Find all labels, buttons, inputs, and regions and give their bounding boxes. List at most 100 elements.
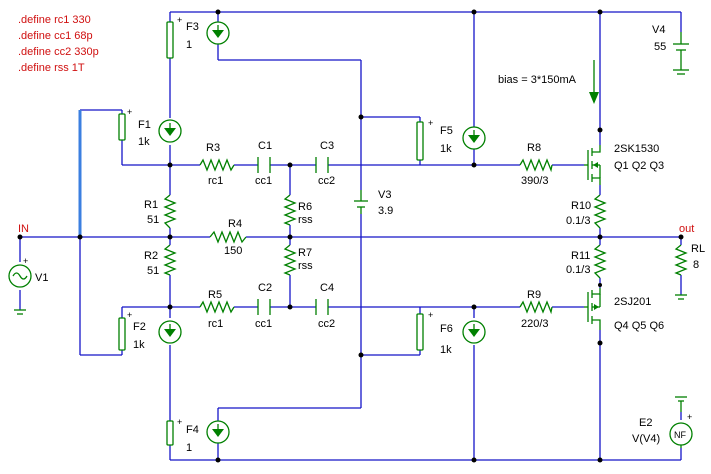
svg-text:1: 1 bbox=[186, 442, 192, 454]
mosfet-2sk1530[interactable]: 2SK1530 Q1 Q2 Q3 bbox=[584, 143, 664, 185]
svg-text:rc1: rc1 bbox=[208, 318, 223, 330]
resistor-r10[interactable]: R10 0.1/3 bbox=[566, 194, 607, 229]
svg-text:+: + bbox=[127, 310, 132, 320]
svg-text:V4: V4 bbox=[652, 24, 665, 36]
svg-text:R11: R11 bbox=[571, 250, 590, 262]
resistor-r4[interactable]: R4 150 bbox=[209, 218, 247, 257]
svg-text:8: 8 bbox=[693, 259, 699, 271]
svg-text:C4: C4 bbox=[320, 282, 334, 294]
resistor-r6[interactable]: R6 rss bbox=[283, 194, 313, 226]
svg-text:RL: RL bbox=[691, 243, 705, 255]
resistor-r11[interactable]: R11 0.1/3 bbox=[566, 244, 607, 279]
svg-text:cc1: cc1 bbox=[255, 175, 272, 187]
capacitor-c2[interactable]: C2 cc1 bbox=[255, 282, 272, 330]
resistor-r9[interactable]: R9 220/3 bbox=[519, 289, 553, 330]
svg-text:F2: F2 bbox=[133, 321, 146, 333]
svg-text:1k: 1k bbox=[133, 339, 145, 351]
svg-text:rss: rss bbox=[298, 260, 313, 272]
meter-f2[interactable]: + F2 1k bbox=[118, 310, 146, 351]
svg-text:2SK1530: 2SK1530 bbox=[614, 143, 659, 155]
bias-annotation: bias = 3*150mA bbox=[498, 60, 599, 104]
svg-text:F4: F4 bbox=[186, 424, 199, 436]
resistor-r3[interactable]: R3 rc1 bbox=[199, 142, 235, 187]
resistor-r1[interactable]: R1 51 bbox=[144, 194, 177, 229]
svg-text:R6: R6 bbox=[298, 201, 312, 213]
svg-text:rc1: rc1 bbox=[208, 175, 223, 187]
svg-text:bias = 3*150mA: bias = 3*150mA bbox=[498, 74, 577, 86]
resistor-r7[interactable]: R7 rss bbox=[283, 244, 313, 276]
svg-text:1k: 1k bbox=[138, 136, 150, 148]
svg-text:2SJ201: 2SJ201 bbox=[614, 296, 651, 308]
capacitor-c3[interactable]: C3 cc2 bbox=[315, 140, 335, 187]
svg-text:R10: R10 bbox=[571, 200, 591, 212]
svg-text:F3: F3 bbox=[186, 21, 199, 33]
svg-text:R5: R5 bbox=[208, 289, 222, 301]
source-v1[interactable]: + V1 bbox=[8, 256, 48, 315]
svg-text:0.1/3: 0.1/3 bbox=[566, 215, 590, 227]
meter-f6[interactable]: + F6 1k bbox=[416, 310, 453, 356]
junction-dots bbox=[17, 9, 684, 463]
resistor-r2[interactable]: R2 51 bbox=[144, 244, 177, 277]
define-cc1: .define cc1 68p bbox=[18, 30, 93, 42]
svg-text:55: 55 bbox=[654, 41, 666, 53]
net-label-out: out bbox=[679, 223, 694, 235]
svg-text:C1: C1 bbox=[258, 140, 272, 152]
svg-text:R1: R1 bbox=[144, 199, 158, 211]
define-cc2: .define cc2 330p bbox=[18, 46, 99, 58]
svg-text:220/3: 220/3 bbox=[521, 318, 549, 330]
svg-text:R2: R2 bbox=[144, 250, 158, 262]
meter-f3[interactable]: + F3 1 bbox=[166, 15, 199, 59]
meter-f1[interactable]: + F1 1k bbox=[118, 107, 151, 148]
svg-text:+: + bbox=[428, 310, 433, 320]
current-source-f5-icon bbox=[462, 126, 486, 150]
current-source-f3-icon bbox=[206, 21, 230, 45]
svg-text:R9: R9 bbox=[527, 289, 541, 301]
svg-text:V3: V3 bbox=[378, 189, 391, 201]
svg-text:cc1: cc1 bbox=[255, 318, 272, 330]
define-block: .define rc1 330 .define cc1 68p .define … bbox=[18, 14, 99, 74]
svg-text:0.1/3: 0.1/3 bbox=[566, 264, 590, 276]
capacitor-c4[interactable]: C4 cc2 bbox=[315, 282, 335, 330]
meter-f4[interactable]: + F4 1 bbox=[166, 417, 199, 454]
wires bbox=[19, 11, 682, 461]
resistor-rl[interactable]: RL 8 bbox=[674, 243, 705, 276]
svg-text:+: + bbox=[428, 118, 433, 128]
battery-v3[interactable]: V3 3.9 bbox=[354, 189, 393, 217]
svg-text:V1: V1 bbox=[35, 272, 48, 284]
svg-text:R4: R4 bbox=[228, 218, 242, 230]
svg-text:3.9: 3.9 bbox=[378, 205, 393, 217]
current-source-f4-icon bbox=[206, 420, 230, 444]
net-label-in: IN bbox=[18, 223, 29, 235]
define-rss: .define rss 1T bbox=[18, 62, 85, 74]
svg-text:+: + bbox=[127, 107, 132, 117]
svg-text:51: 51 bbox=[147, 214, 159, 226]
svg-text:390/3: 390/3 bbox=[521, 175, 549, 187]
mosfet-2sj201[interactable]: 2SJ201 Q4 Q5 Q6 bbox=[584, 288, 664, 332]
svg-text:F6: F6 bbox=[440, 323, 453, 335]
svg-text:51: 51 bbox=[147, 265, 159, 277]
source-e2[interactable]: NF + E2 V(V4) bbox=[632, 396, 693, 448]
svg-text:C2: C2 bbox=[258, 282, 272, 294]
svg-text:+: + bbox=[687, 412, 692, 422]
current-source-f1-icon bbox=[158, 119, 182, 143]
ground-rl-icon bbox=[675, 294, 687, 300]
battery-v4[interactable]: V4 55 bbox=[652, 24, 689, 75]
current-source-f2-icon bbox=[158, 320, 182, 344]
define-rc1: .define rc1 330 bbox=[18, 14, 91, 26]
svg-text:+: + bbox=[23, 256, 28, 266]
resistor-r5[interactable]: R5 rc1 bbox=[199, 289, 235, 330]
svg-text:150: 150 bbox=[224, 245, 242, 257]
svg-text:cc2: cc2 bbox=[318, 318, 335, 330]
meter-f5[interactable]: + F5 1k bbox=[416, 118, 453, 161]
capacitor-c1[interactable]: C1 cc1 bbox=[255, 140, 272, 187]
svg-text:R3: R3 bbox=[206, 142, 220, 154]
svg-text:1: 1 bbox=[186, 39, 192, 51]
svg-text:Q1 Q2 Q3: Q1 Q2 Q3 bbox=[614, 160, 664, 172]
current-source-f6-icon bbox=[462, 320, 486, 344]
svg-text:R7: R7 bbox=[298, 247, 312, 259]
svg-text:F5: F5 bbox=[440, 125, 453, 137]
resistor-r8[interactable]: R8 390/3 bbox=[519, 142, 553, 187]
svg-text:NF: NF bbox=[674, 430, 686, 440]
svg-text:rss: rss bbox=[298, 214, 313, 226]
